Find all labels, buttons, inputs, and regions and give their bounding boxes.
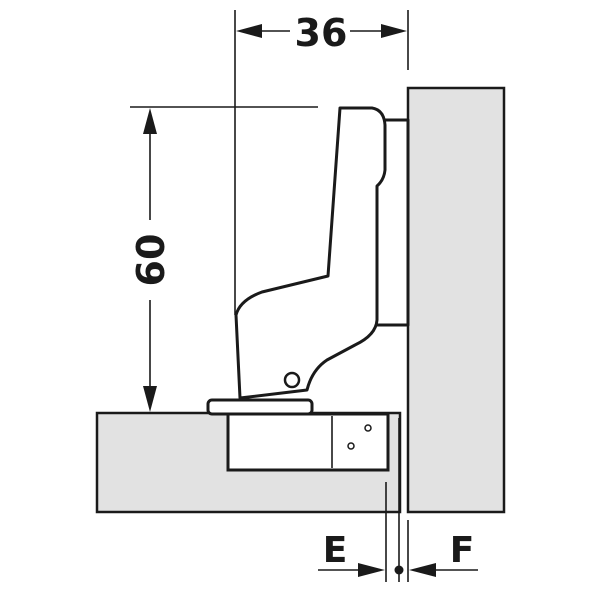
hinge-cup — [226, 412, 390, 472]
arrow-36-left — [236, 24, 262, 38]
screw-hole-lower — [347, 442, 355, 450]
dimension-label-60: 60 — [129, 234, 173, 287]
dimension-label-e: E — [323, 530, 348, 571]
reference-point-dot — [394, 565, 404, 575]
dimension-label-f: F — [450, 530, 475, 571]
hinge-arm — [234, 106, 387, 400]
arrow-60-top — [143, 108, 157, 134]
mounting-plate — [374, 118, 410, 327]
arrow-e — [358, 563, 385, 577]
arrow-60-bottom — [143, 386, 157, 412]
cabinet-side-panel — [406, 86, 506, 514]
hinge-cup-flange — [206, 398, 314, 416]
arrow-36-right — [381, 24, 407, 38]
pivot-pin — [283, 371, 301, 389]
arrow-f — [409, 563, 436, 577]
dimension-label-36: 36 — [295, 11, 348, 55]
screw-hole-upper — [364, 424, 372, 432]
